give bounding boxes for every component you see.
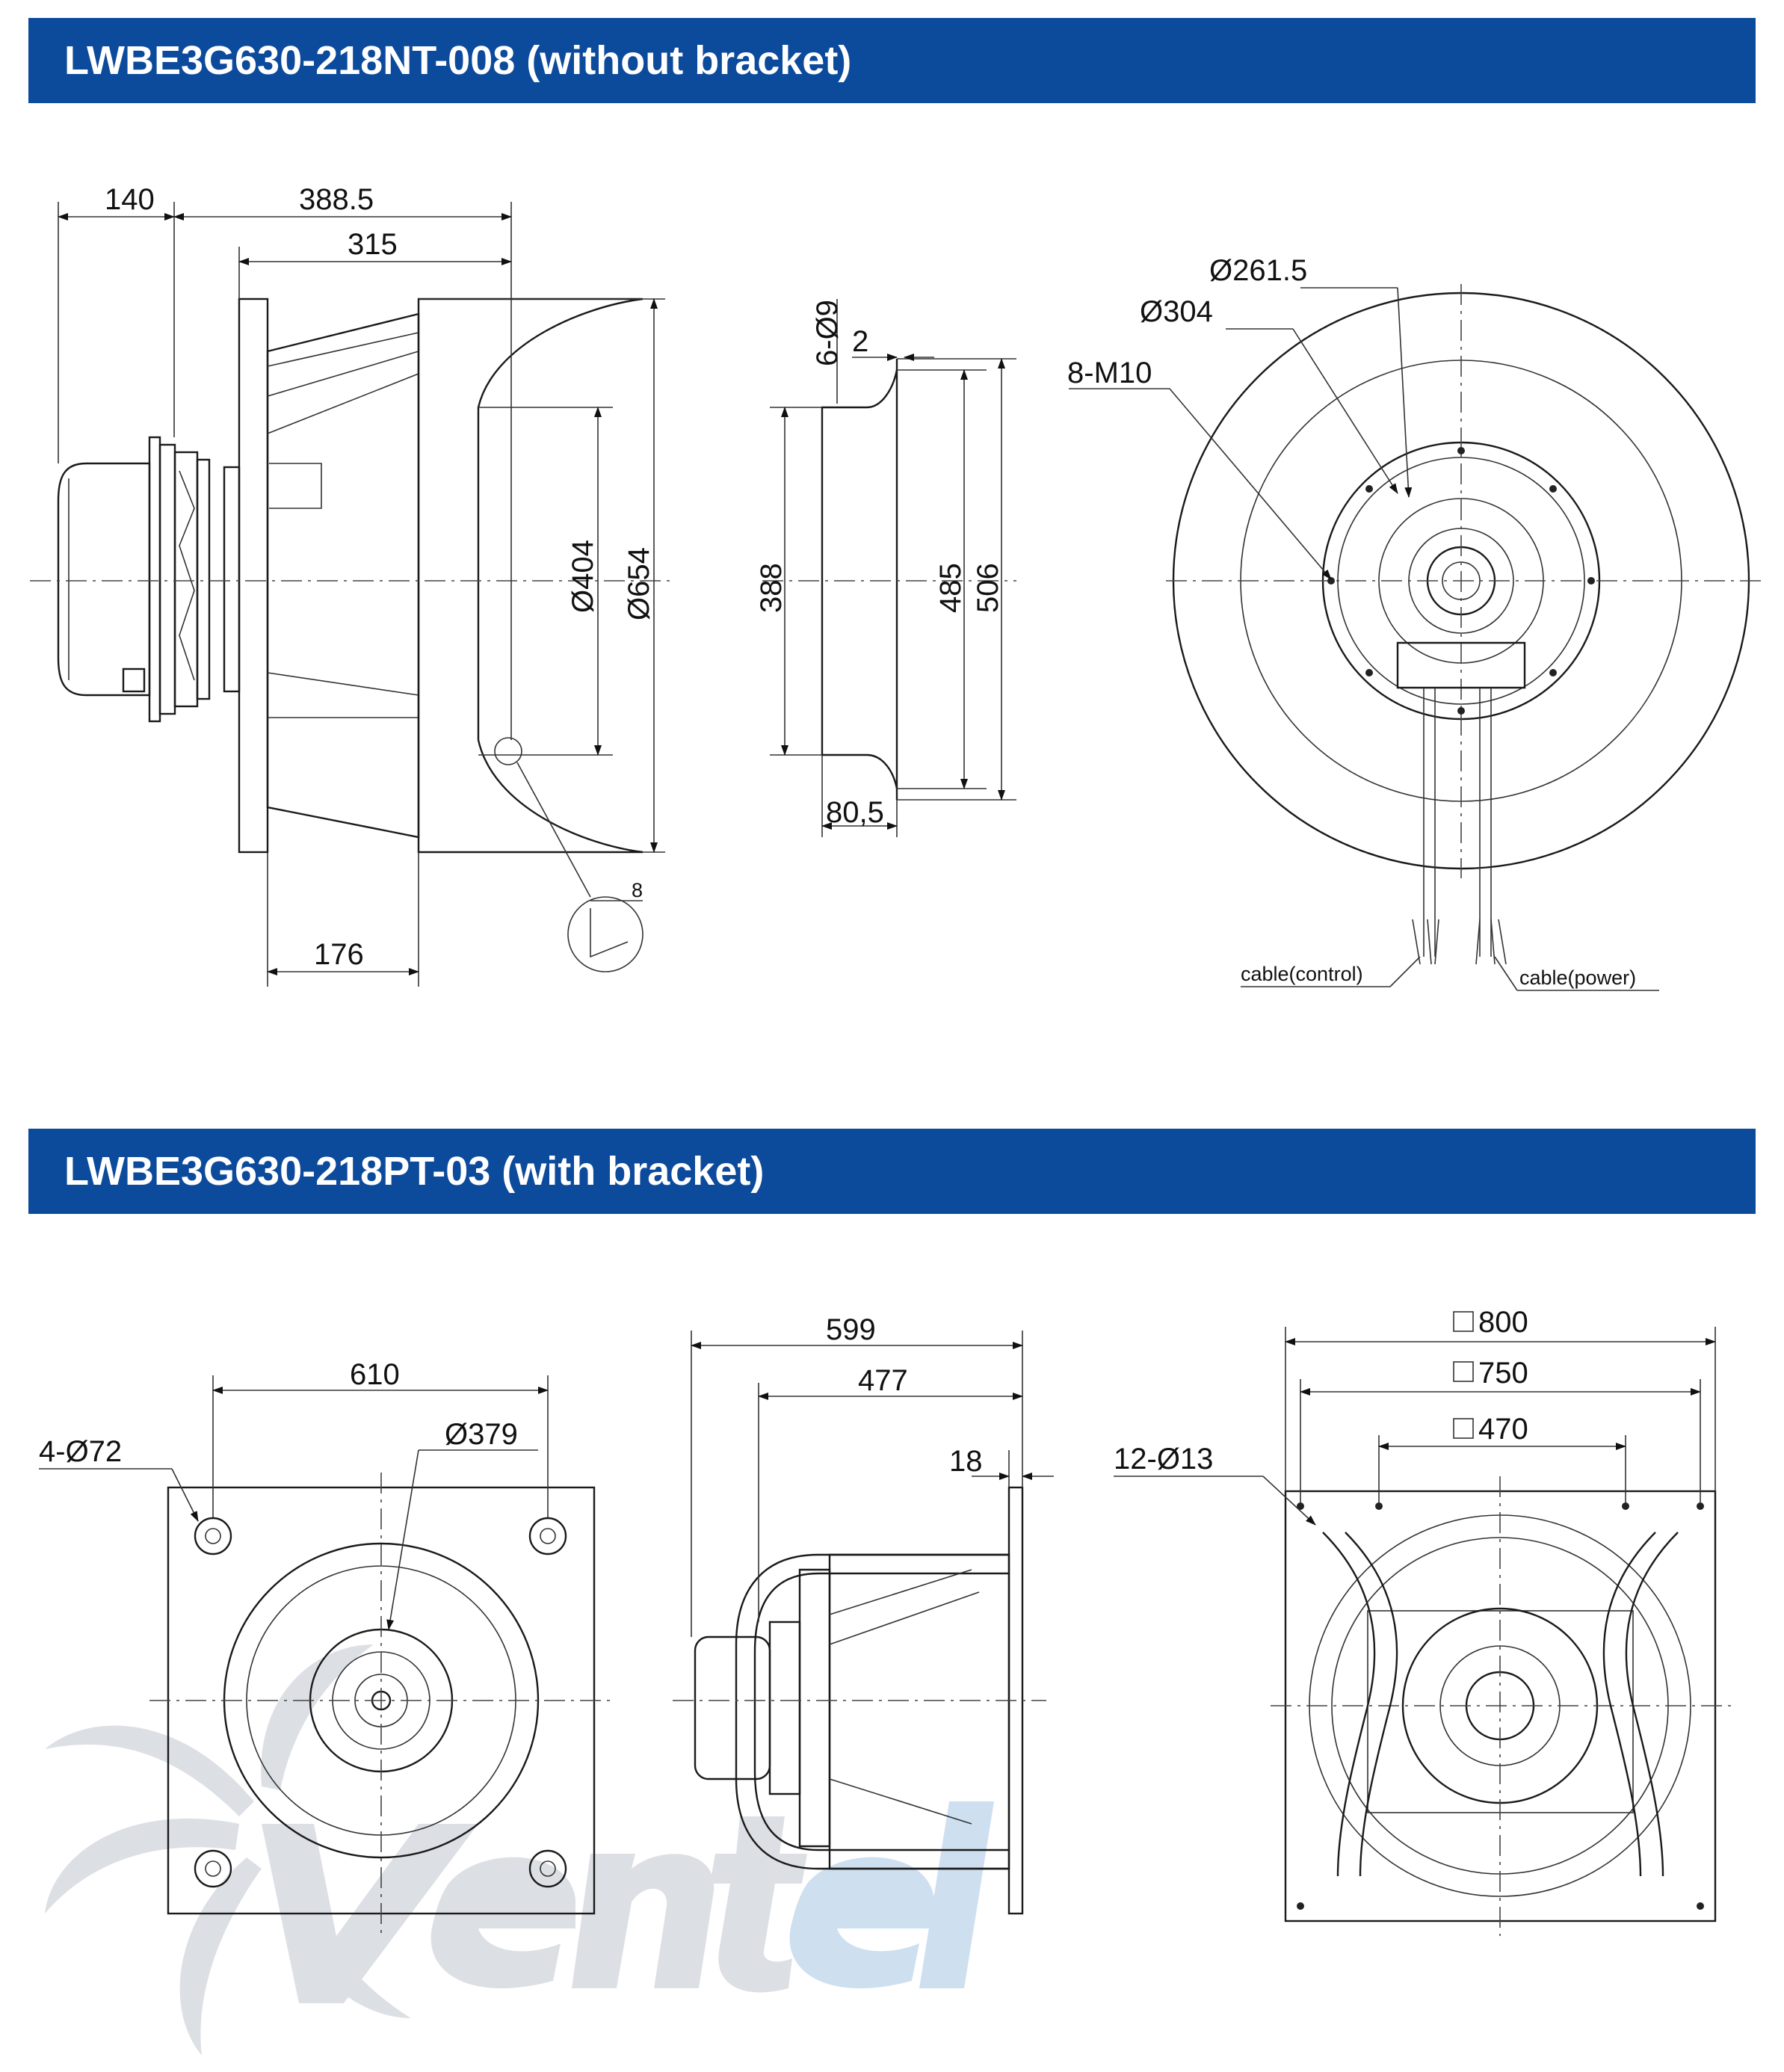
front-view-without-bracket: Ø261.5 Ø304 8-M10 cable(control) cable(p… <box>1067 254 1764 991</box>
dim-d654: Ø654 <box>623 547 655 620</box>
dim-599: 599 <box>826 1313 876 1346</box>
dim-80-5: 80,5 <box>826 796 884 829</box>
section-banner-without-bracket: LWBE3G630-218NT-008 (without bracket) <box>28 18 1756 103</box>
dim-6-d9: 6-Ø9 <box>811 300 844 366</box>
rear-view-with-bracket: 800 750 470 12-Ø13 <box>1114 1306 1734 1936</box>
inlet-ring-profile <box>821 369 898 789</box>
ventel-watermark-text <box>262 1801 994 2003</box>
motor-body <box>694 1635 771 1780</box>
rear-bracket-arm-left <box>1322 1532 1376 1877</box>
inlet-shroud <box>417 297 643 854</box>
side-view-without-bracket: 140 388.5 315 Ø404 Ø654 176 8 <box>30 183 673 987</box>
dim-sq470: 470 <box>1478 1413 1528 1446</box>
dim-sq800: 800 <box>1478 1306 1528 1339</box>
dim-388-5: 388.5 <box>299 183 374 216</box>
dim-477: 477 <box>858 1364 908 1397</box>
dim-506: 506 <box>972 563 1004 613</box>
side-view-with-bracket: 599 477 18 <box>673 1313 1054 1915</box>
cable-control-label: cable(control) <box>1241 963 1363 985</box>
inlet-profile-view: 6-Ø9 2 388 485 506 80,5 <box>755 299 1016 837</box>
dim-d261-5: Ø261.5 <box>1209 254 1307 287</box>
detail-circle <box>567 896 643 972</box>
motor-flange <box>148 436 161 723</box>
dim-485: 485 <box>934 563 967 613</box>
square-symbol-750 <box>1453 1361 1474 1382</box>
rear-bracket-arm-right <box>1625 1532 1679 1877</box>
dim-610: 610 <box>350 1358 400 1391</box>
backplate <box>238 297 269 854</box>
dim-sq750: 750 <box>1478 1357 1528 1390</box>
dim-8: 8 <box>632 879 643 901</box>
inlet-view-with-bracket: 610 4-Ø72 Ø379 <box>39 1358 613 1936</box>
section-title-without-bracket: LWBE3G630-218NT-008 (without bracket) <box>64 38 852 83</box>
section-banner-with-bracket: LWBE3G630-218PT-03 (with bracket) <box>28 1129 1756 1214</box>
dim-2: 2 <box>852 325 868 358</box>
dim-d304: Ø304 <box>1140 295 1213 328</box>
dim-8-m10: 8-M10 <box>1067 357 1152 389</box>
ventel-watermark-logo <box>45 1644 994 2056</box>
dim-12-d13: 12-Ø13 <box>1114 1443 1213 1476</box>
cable-power-label: cable(power) <box>1519 966 1636 989</box>
dim-140: 140 <box>105 183 155 216</box>
dim-18: 18 <box>949 1445 983 1478</box>
section-title-with-bracket: LWBE3G630-218PT-03 (with bracket) <box>64 1149 765 1194</box>
dim-4-d72: 4-Ø72 <box>39 1435 122 1468</box>
dim-d379: Ø379 <box>445 1418 518 1451</box>
square-symbol-470 <box>1453 1418 1474 1439</box>
dim-176: 176 <box>314 938 364 971</box>
corner-holes-72 <box>194 1517 567 1888</box>
dim-d404: Ø404 <box>567 540 599 613</box>
square-symbol-800 <box>1453 1311 1474 1332</box>
mounting-holes-m10 <box>1327 447 1595 715</box>
terminal-box <box>1396 641 1526 689</box>
dim-388: 388 <box>755 563 788 613</box>
bracket-tube <box>735 1553 819 1870</box>
dim-315: 315 <box>348 228 398 261</box>
motor-housing <box>57 462 151 697</box>
